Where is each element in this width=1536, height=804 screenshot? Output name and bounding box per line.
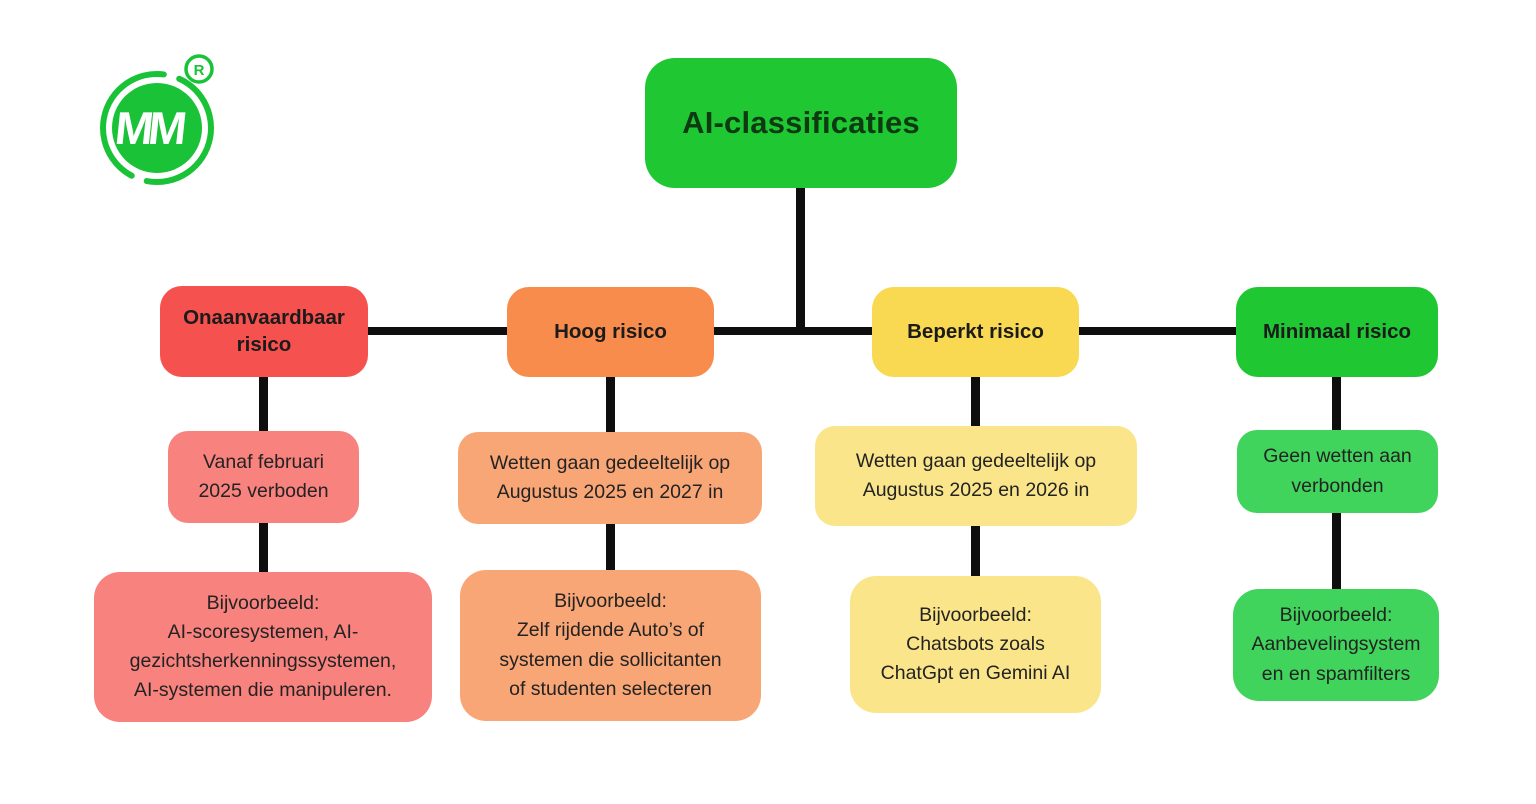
timeline-hoog: Wetten gaan gedeeltelijk op Augustus 202… <box>458 432 762 524</box>
example-text: Bijvoorbeeld: Chatsbots zoals ChatGpt en… <box>880 603 1071 685</box>
example-onaanvaardbaar: Bijvoorbeeld: AI-scoresystemen, AI- gezi… <box>94 572 432 722</box>
connector-spine-yellow-green <box>1077 327 1237 335</box>
timeline-text: Geen wetten aan verbonden <box>1263 445 1412 497</box>
connector-yellow-cat-timeline <box>971 375 980 428</box>
example-hoog: Bijvoorbeeld: Zelf rijdende Auto’s of sy… <box>460 570 761 721</box>
category-hoog-risico: Hoog risico <box>507 287 714 377</box>
timeline-text: Wetten gaan gedeeltelijk op Augustus 202… <box>855 449 1097 501</box>
category-minimaal-risico: Minimaal risico <box>1236 287 1438 377</box>
connector-yellow-timeline-example <box>971 524 980 578</box>
root-node-ai-classificaties: AI-classificaties <box>645 58 957 188</box>
connector-green-cat-timeline <box>1332 375 1341 432</box>
example-text: Bijvoorbeeld: Zelf rijdende Auto’s of sy… <box>499 590 722 700</box>
connector-root-vertical <box>796 186 805 333</box>
connector-red-cat-timeline <box>259 375 268 433</box>
timeline-text: Vanaf februari 2025 verboden <box>198 450 329 502</box>
connector-orange-cat-timeline <box>606 375 615 434</box>
root-label: AI-classificaties <box>682 105 920 140</box>
logo-ring <box>100 71 214 185</box>
example-text: Bijvoorbeeld: AI-scoresystemen, AI- gezi… <box>129 591 397 702</box>
category-onaanvaardbaar-risico: Onaanvaardbaar risico <box>160 286 368 377</box>
category-label: Onaanvaardbaar risico <box>183 305 345 356</box>
timeline-text: Wetten gaan gedeeltelijk op Augustus 202… <box>489 451 731 503</box>
logo-disc <box>112 83 202 173</box>
connector-spine-orange-yellow <box>712 327 873 335</box>
connector-green-timeline-example <box>1332 511 1341 591</box>
registered-mark: R <box>194 62 205 79</box>
category-beperkt-risico: Beperkt risico <box>872 287 1079 377</box>
timeline-minimaal: Geen wetten aan verbonden <box>1237 430 1438 513</box>
example-text: Bijvoorbeeld: Aanbevelingsystem en en sp… <box>1251 604 1421 685</box>
registered-mark-circle <box>184 54 214 84</box>
logo-monogram: MM <box>113 102 188 154</box>
example-beperkt: Bijvoorbeeld: Chatsbots zoals ChatGpt en… <box>850 576 1101 713</box>
connector-red-timeline-example <box>259 521 268 574</box>
category-label: Beperkt risico <box>907 319 1044 343</box>
mm-logo: MM R <box>100 54 214 185</box>
connector-spine-red-orange <box>366 327 508 335</box>
connector-orange-timeline-example <box>606 522 615 572</box>
timeline-onaanvaardbaar: Vanaf februari 2025 verboden <box>168 431 359 523</box>
timeline-beperkt: Wetten gaan gedeeltelijk op Augustus 202… <box>815 426 1137 526</box>
example-minimaal: Bijvoorbeeld: Aanbevelingsystem en en sp… <box>1233 589 1439 701</box>
category-label: Hoog risico <box>554 319 667 343</box>
category-label: Minimaal risico <box>1262 319 1412 343</box>
